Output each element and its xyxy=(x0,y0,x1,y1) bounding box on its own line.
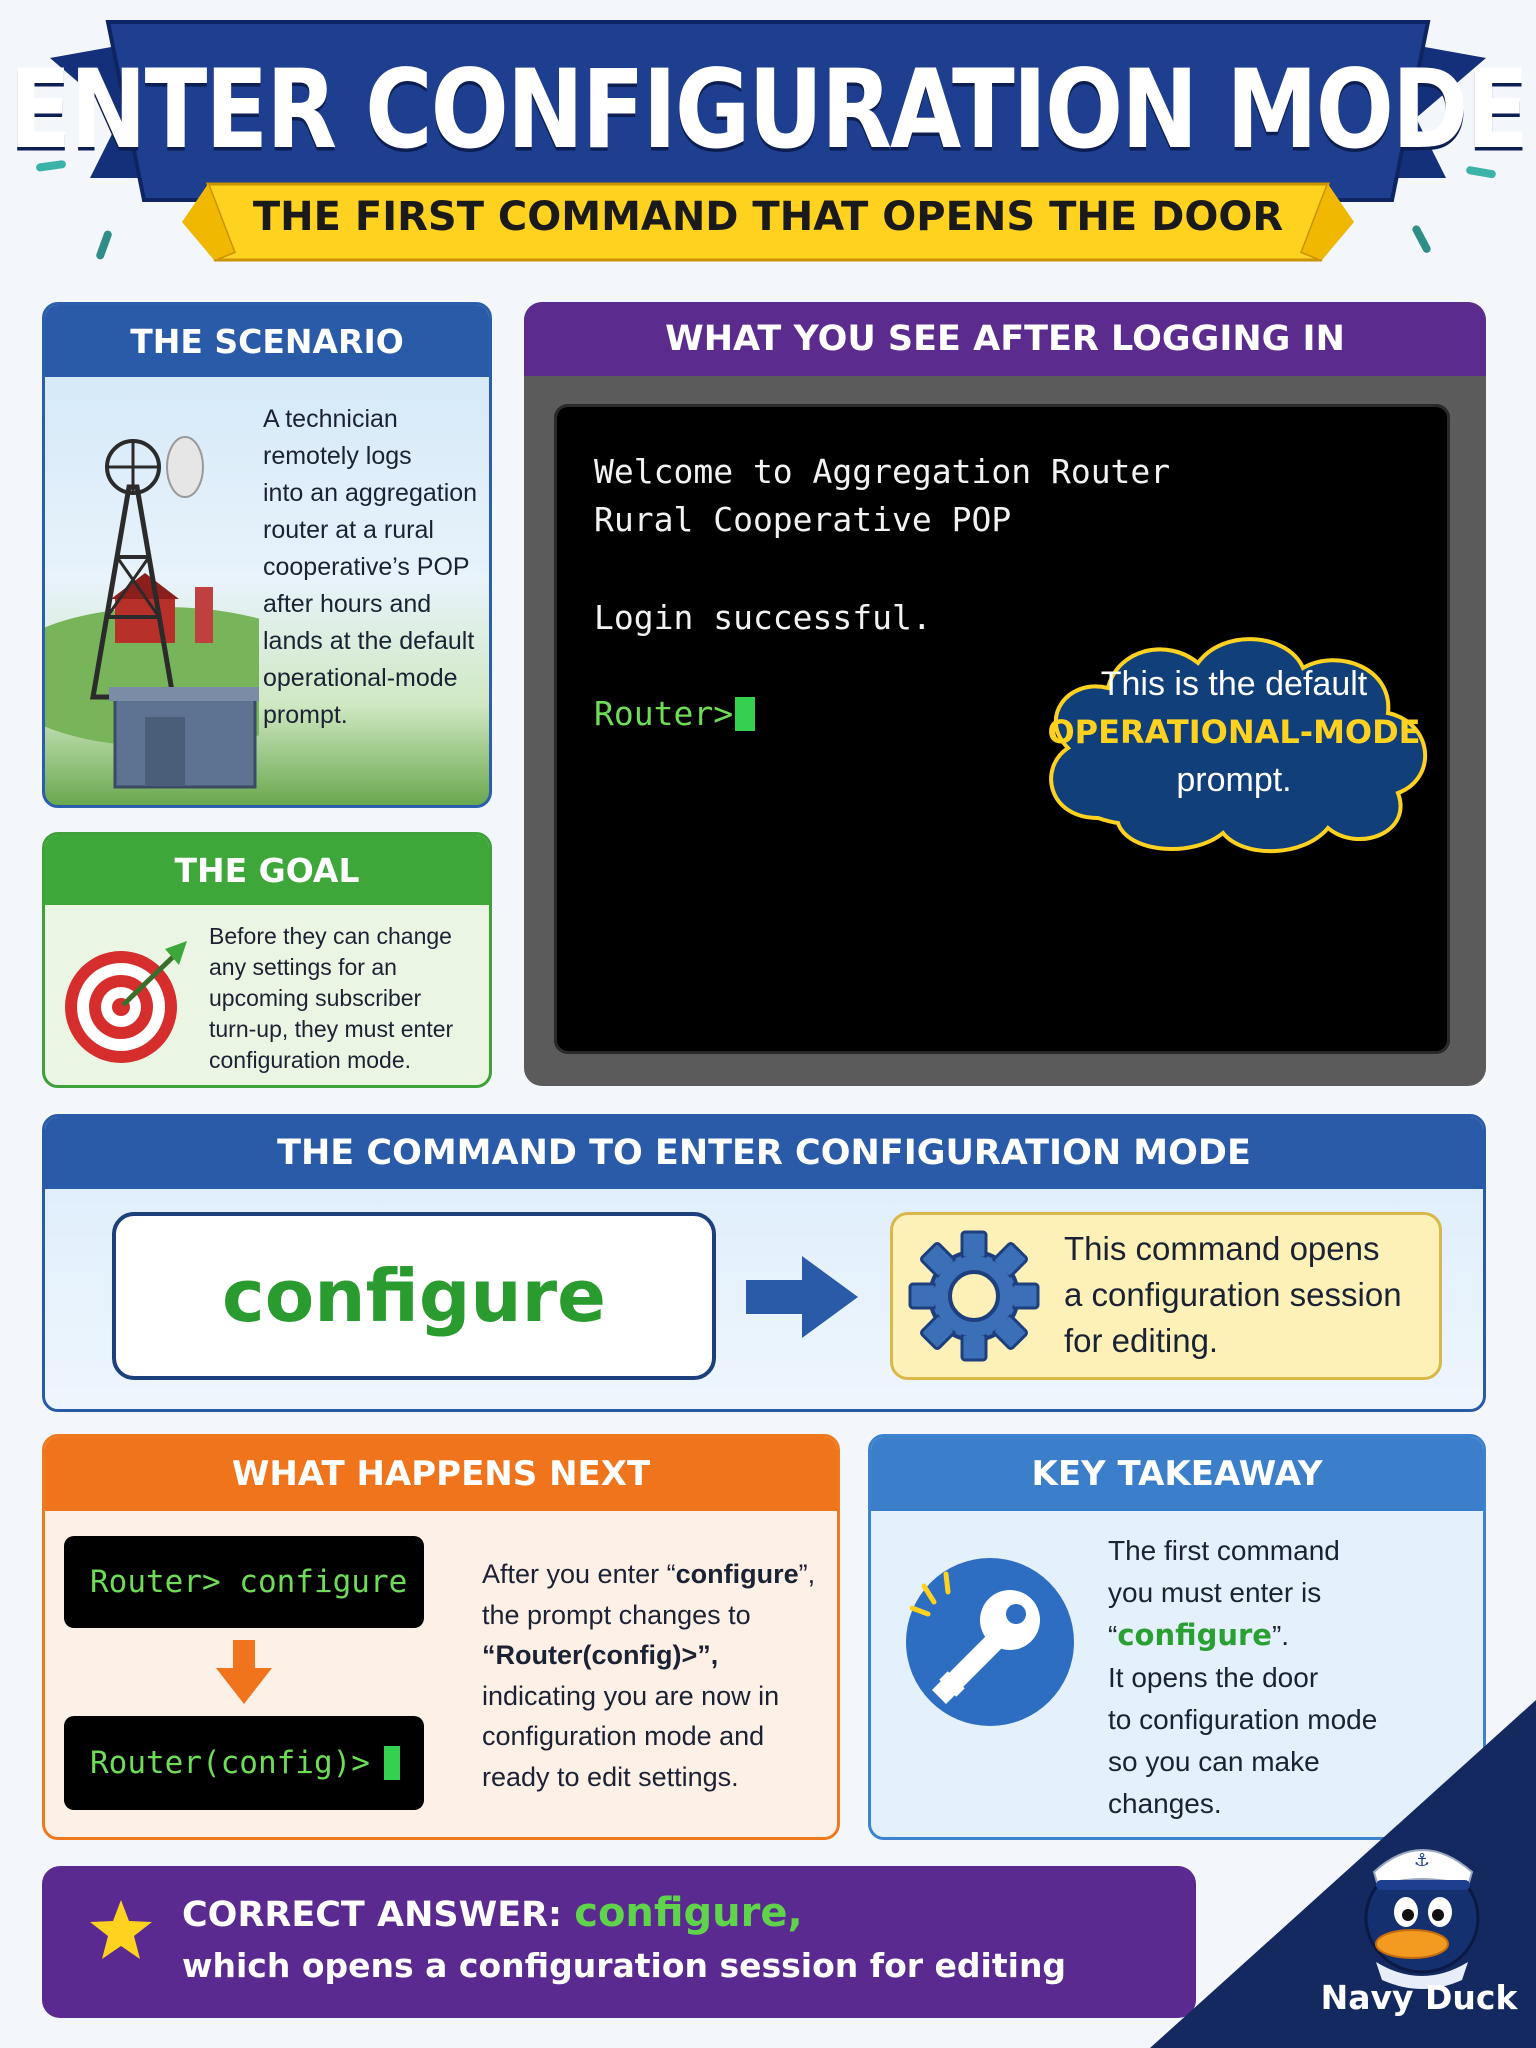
arrow-down-icon xyxy=(216,1640,272,1704)
terminal-line: Login successful. xyxy=(594,598,932,637)
page-title: ENTER CONFIGURATION MODE xyxy=(8,45,1529,173)
svg-text:⚓: ⚓ xyxy=(1414,1850,1430,1871)
command-heading: THE COMMAND TO ENTER CONFIGURATION MODE xyxy=(45,1117,1483,1189)
cursor-icon xyxy=(383,1746,400,1780)
key-icon xyxy=(906,1558,1074,1726)
tower-icon xyxy=(45,436,259,789)
gear-icon xyxy=(908,1230,1040,1362)
takeaway-heading: KEY TAKEAWAY xyxy=(871,1437,1483,1511)
cloud-callout-icon xyxy=(1049,637,1428,854)
target-icon xyxy=(65,941,187,1063)
scenario-heading: THE SCENARIO xyxy=(45,305,489,377)
banner-ribbon xyxy=(36,20,1496,262)
duck-mascot-icon: ⚓ xyxy=(1150,1700,1536,2048)
next-description: After you enter “configure”, the prompt … xyxy=(482,1559,816,1792)
answer-label: CORRECT ANSWER: configure, xyxy=(182,1890,803,1936)
page-subtitle: THE FIRST COMMAND THAT OPENS THE DOOR xyxy=(252,194,1284,240)
answer-description: which opens a configuration session for … xyxy=(182,1946,1067,1985)
goal-heading: THE GOAL xyxy=(45,835,489,905)
takeaway-description: The first command you must enter is “con… xyxy=(1108,1535,1378,1819)
terminal-before: Router> configure xyxy=(64,1536,424,1628)
arrow-right-icon xyxy=(746,1256,858,1338)
terminal-prompt: Router> xyxy=(594,694,756,733)
terminal-line: Welcome to Aggregation Router xyxy=(594,452,1171,491)
terminal-after: Router(config)> xyxy=(64,1716,424,1810)
operational-mode-callout: This is the default OPERATIONAL-MODE pro… xyxy=(1047,665,1421,799)
answer-panel xyxy=(42,1866,1196,2018)
cursor-icon xyxy=(735,697,756,731)
brand-name: Navy Duck xyxy=(1320,1978,1518,2017)
login-heading: WHAT YOU SEE AFTER LOGGING IN xyxy=(524,302,1486,376)
next-heading: WHAT HAPPENS NEXT xyxy=(45,1437,837,1511)
star-icon xyxy=(90,1900,152,1959)
command-box: configure xyxy=(112,1212,716,1380)
terminal-line: Rural Cooperative POP xyxy=(594,500,1012,539)
